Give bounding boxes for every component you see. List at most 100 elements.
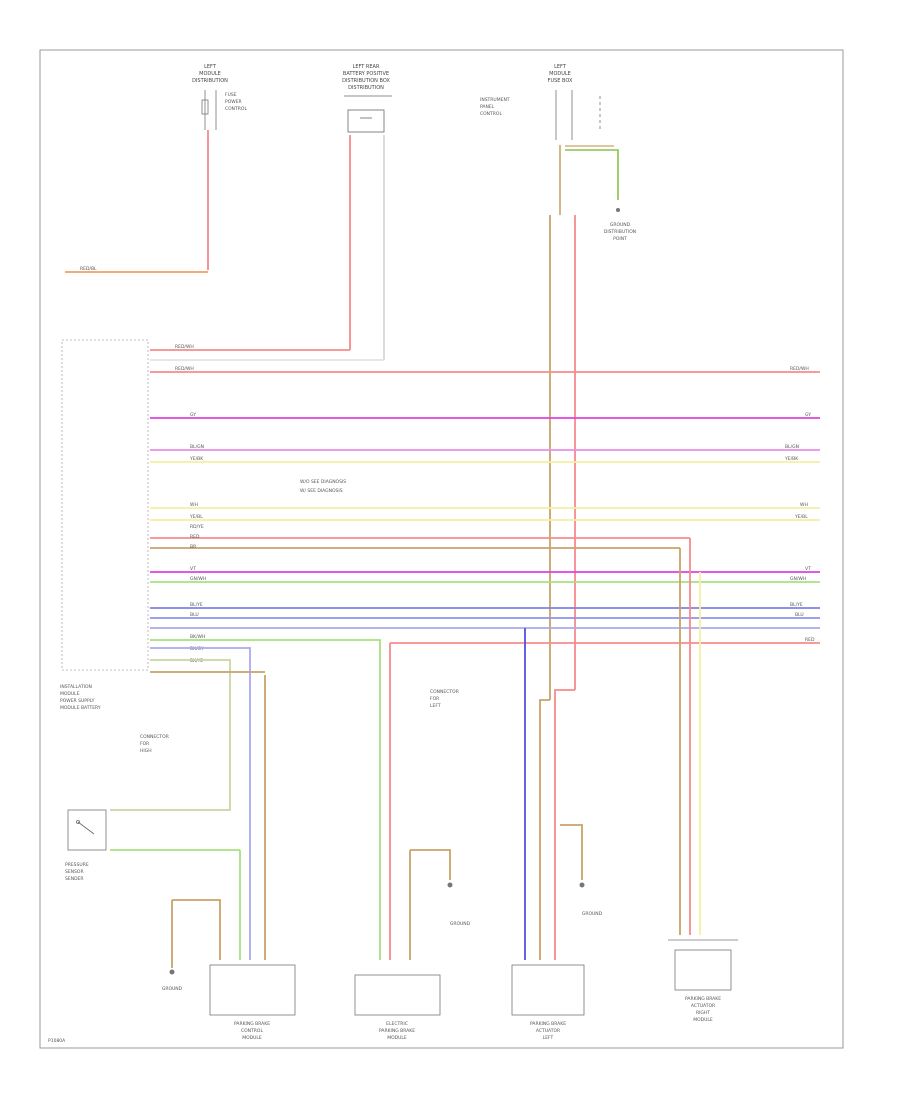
svg-text:RIGHT: RIGHT: [696, 1010, 710, 1016]
ground-icon: [579, 882, 585, 888]
component-box-3: [511, 964, 585, 1016]
svg-text:MODULE: MODULE: [549, 71, 571, 77]
svg-text:PARKING BRAKE: PARKING BRAKE: [379, 1028, 415, 1034]
svg-text:BL/YE: BL/YE: [190, 602, 203, 608]
svg-text:POWER SUPPLY: POWER SUPPLY: [60, 698, 95, 704]
svg-text:GN/WH: GN/WH: [190, 576, 206, 582]
ground-icon: [169, 969, 175, 975]
module-label: INSTALLATION MODULE POWER SUPPLY MODULE …: [60, 684, 101, 711]
pressure-switch-box: [67, 809, 107, 851]
harness-row-labels: RED/WH RED/WH RED/WH GY GY BL/GN BL/GN Y…: [175, 344, 815, 664]
ground-icon: [447, 882, 453, 888]
svg-text:LEFT REAR: LEFT REAR: [353, 64, 380, 70]
svg-text:GROUND: GROUND: [582, 911, 603, 917]
svg-text:DISTRIBUTION: DISTRIBUTION: [192, 78, 228, 84]
svg-text:POWER: POWER: [225, 99, 242, 105]
svg-text:MODULE BATTERY: MODULE BATTERY: [60, 705, 101, 711]
svg-text:RED/WH: RED/WH: [175, 344, 194, 350]
svg-text:CONTROL: CONTROL: [241, 1028, 263, 1034]
svg-text:YE/BK: YE/BK: [784, 456, 799, 462]
svg-text:HIGH: HIGH: [140, 748, 152, 754]
left-side-label: FUSE POWER CONTROL: [225, 92, 247, 112]
svg-text:SENSOR: SENSOR: [65, 869, 84, 875]
svg-text:RD/YE: RD/YE: [190, 524, 204, 530]
svg-text:PARKING BRAKE: PARKING BRAKE: [685, 996, 721, 1002]
svg-text:FUSE BOX: FUSE BOX: [548, 78, 573, 84]
svg-text:MODULE: MODULE: [387, 1035, 407, 1041]
svg-text:GROUND: GROUND: [162, 986, 183, 992]
svg-text:LEFT: LEFT: [554, 64, 567, 70]
right-connector-label: CONNECTOR FOR LEFT: [430, 689, 459, 709]
svg-text:PARKING BRAKE: PARKING BRAKE: [234, 1021, 270, 1027]
fuse-right-label: LEFT MODULE FUSE BOX: [548, 64, 573, 84]
svg-text:YE/BK: YE/BK: [189, 456, 204, 462]
component-box-2: [354, 974, 441, 1016]
component-box-1: [209, 964, 296, 1016]
svg-text:INSTALLATION: INSTALLATION: [60, 684, 92, 690]
component-label-1: PARKING BRAKE CONTROL MODULE: [234, 1021, 270, 1041]
svg-text:RED: RED: [805, 637, 815, 643]
svg-text:BK/GY: BK/GY: [190, 646, 204, 652]
component-wires: [110, 538, 701, 968]
svg-text:LEFT: LEFT: [543, 1035, 554, 1041]
svg-text:CONNECTOR: CONNECTOR: [140, 734, 169, 740]
component-label-3: PARKING BRAKE ACTUATOR LEFT: [530, 1021, 566, 1041]
svg-text:PARKING BRAKE: PARKING BRAKE: [530, 1021, 566, 1027]
svg-text:BK/YE: BK/YE: [190, 658, 203, 664]
svg-text:VT: VT: [190, 566, 196, 572]
svg-text:GN/WH: GN/WH: [790, 576, 806, 582]
harness-rows: [150, 371, 820, 644]
svg-text:MODULE: MODULE: [693, 1017, 713, 1023]
svg-text:PANEL: PANEL: [480, 104, 495, 110]
svg-text:ACTUATOR: ACTUATOR: [536, 1028, 560, 1034]
svg-text:LEFT: LEFT: [204, 64, 217, 70]
svg-text:GROUND: GROUND: [450, 921, 471, 927]
fuse-center-symbol: [344, 95, 392, 133]
diagnosis-notes: W/O SEE DIAGNOSIS W/ SEE DIAGNOSIS: [300, 479, 346, 494]
component-label-4: PARKING BRAKE ACTUATOR RIGHT MODULE: [685, 996, 721, 1023]
fuse-left-label: LEFT MODULE DISTRIBUTION: [192, 64, 228, 84]
diagram-frame: [39, 49, 844, 1049]
svg-text:DISTRIBUTION: DISTRIBUTION: [604, 229, 636, 235]
svg-text:YE/BL: YE/BL: [189, 514, 203, 520]
svg-text:BL/GN: BL/GN: [190, 444, 204, 450]
svg-text:FOR: FOR: [140, 741, 149, 747]
svg-text:BL/GN: BL/GN: [785, 444, 799, 450]
svg-text:PRESSURE: PRESSURE: [65, 862, 89, 868]
svg-text:FOR: FOR: [430, 696, 439, 702]
svg-text:FUSE: FUSE: [225, 92, 237, 98]
svg-text:WH: WH: [190, 502, 198, 508]
svg-text:BR: BR: [190, 544, 196, 550]
svg-text:BLU: BLU: [795, 612, 804, 618]
svg-text:RED/WH: RED/WH: [790, 366, 809, 372]
svg-text:POINT: POINT: [613, 236, 627, 242]
ground-icon: [616, 208, 620, 212]
svg-text:GROUND: GROUND: [610, 222, 631, 228]
svg-text:INSTRUMENT: INSTRUMENT: [480, 97, 510, 103]
svg-text:GY: GY: [805, 412, 811, 418]
switch-icon: [76, 820, 95, 835]
right-side-label: INSTRUMENT PANEL CONTROL: [480, 97, 510, 117]
ground-right-label: GROUND DISTRIBUTION POINT: [604, 222, 636, 242]
svg-text:CONNECTOR: CONNECTOR: [430, 689, 459, 695]
svg-text:W/ SEE DIAGNOSIS: W/ SEE DIAGNOSIS: [300, 488, 343, 494]
component-box-4: [668, 939, 738, 991]
svg-text:RED: RED: [190, 534, 200, 540]
fuse-center-label: LEFT REAR BATTERY POSITIVE DISTRIBUTION …: [342, 64, 390, 91]
left-connector-label: CONNECTOR FOR HIGH: [140, 734, 169, 754]
feed-left-label: RED/BL: [80, 266, 97, 272]
svg-text:W/O SEE DIAGNOSIS: W/O SEE DIAGNOSIS: [300, 479, 346, 485]
svg-text:DISTRIBUTION BOX: DISTRIBUTION BOX: [342, 78, 390, 84]
svg-text:VT: VT: [805, 566, 811, 572]
component-label-2: ELECTRIC PARKING BRAKE MODULE: [379, 1021, 415, 1041]
wire-ground-right: [565, 149, 619, 200]
svg-text:DISTRIBUTION: DISTRIBUTION: [348, 85, 384, 91]
svg-text:ELECTRIC: ELECTRIC: [386, 1021, 408, 1027]
svg-text:MODULE: MODULE: [242, 1035, 262, 1041]
grounds: GROUND GROUND GROUND: [162, 882, 603, 992]
svg-text:BLU: BLU: [190, 612, 199, 618]
svg-text:SENDER: SENDER: [65, 876, 84, 882]
svg-text:ACTUATOR: ACTUATOR: [691, 1003, 715, 1009]
svg-text:MODULE: MODULE: [199, 71, 221, 77]
fuse-left-symbol: [201, 90, 217, 130]
